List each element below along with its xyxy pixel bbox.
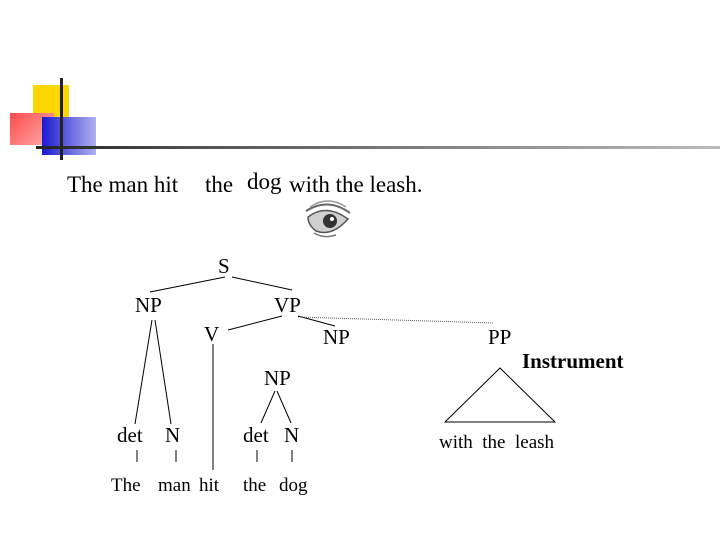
node-vp: VP xyxy=(274,293,301,317)
edge-vp-v xyxy=(227,315,283,331)
leaf-hit: hit xyxy=(199,475,220,496)
leaf-the: The xyxy=(111,475,141,496)
leaf-man: man xyxy=(158,475,191,496)
edge-np-n xyxy=(154,319,172,425)
edge-s-vp xyxy=(231,276,293,291)
leaf-the-2: the xyxy=(243,475,267,496)
node-np-inner: NP xyxy=(264,366,291,390)
edge-np-det2 xyxy=(260,390,276,424)
attachment-dotted-line xyxy=(297,316,494,324)
node-s: S xyxy=(218,254,230,278)
node-det-1: det xyxy=(117,423,143,447)
leaf-dog: dog xyxy=(279,475,308,496)
corner-logo xyxy=(0,0,720,170)
node-np-subject: NP xyxy=(135,293,162,317)
sentence-part-1: The man hit xyxy=(67,172,179,197)
sentence-part-4: with the leash. xyxy=(289,172,423,197)
sentence-word-dog: dog xyxy=(247,169,282,194)
node-pp: PP xyxy=(488,325,512,349)
node-np-object: NP xyxy=(323,325,350,349)
horizontal-rule xyxy=(36,146,720,149)
pp-leaves: with the leash xyxy=(439,432,555,453)
sentence-part-2: the xyxy=(205,172,234,197)
node-n-2: N xyxy=(284,423,300,447)
edge-np-det xyxy=(134,319,153,425)
node-det-2: det xyxy=(243,423,269,447)
eye-icon xyxy=(305,200,351,238)
edge-s-np xyxy=(149,276,226,293)
pp-triangle xyxy=(443,367,557,423)
node-n-1: N xyxy=(165,423,181,447)
vertical-rule xyxy=(60,78,63,160)
edge-np-n2 xyxy=(276,390,292,424)
pp-annotation: Instrument xyxy=(522,349,624,373)
node-v: V xyxy=(204,322,220,346)
